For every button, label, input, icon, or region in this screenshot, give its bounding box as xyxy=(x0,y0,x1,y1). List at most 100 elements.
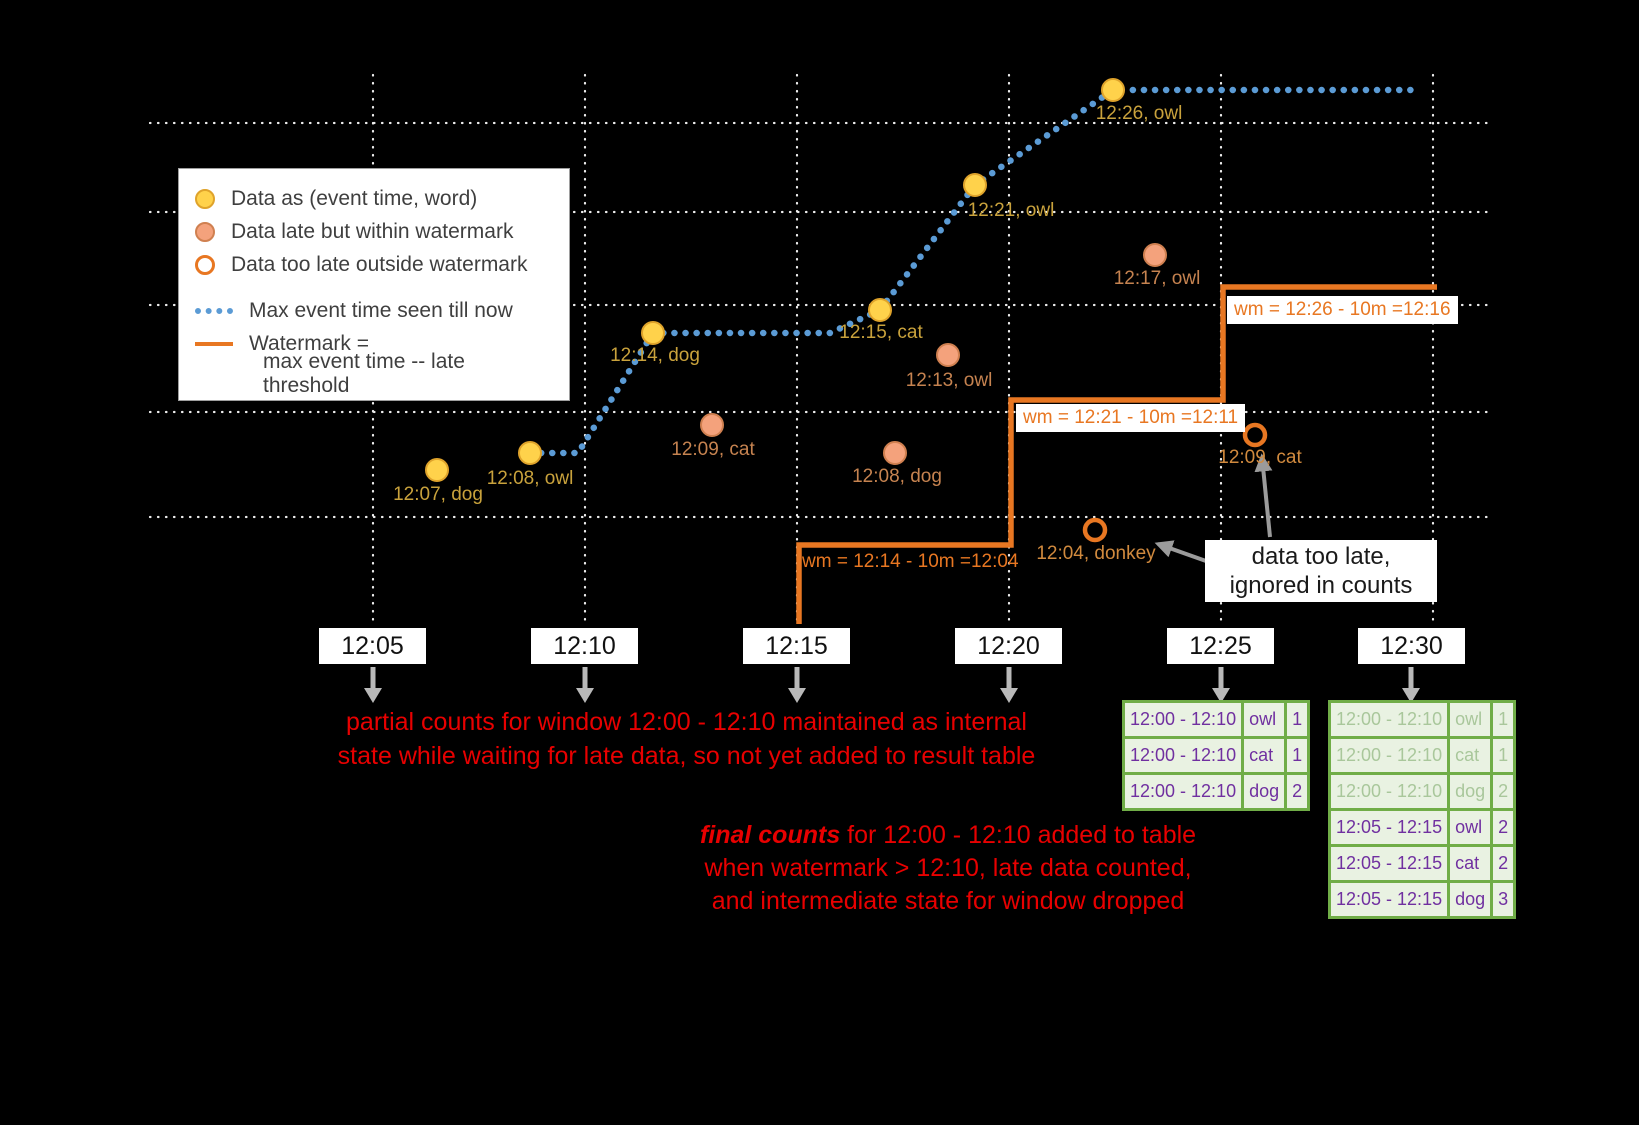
trigger-arrow-12-05 xyxy=(364,667,382,703)
x-tick-12-30: 12:30 xyxy=(1358,628,1465,664)
final-counts-line2: when watermark > 12:10, late data counte… xyxy=(704,854,1192,882)
point-label: 12:08, dog xyxy=(852,466,942,487)
trigger-arrow-12-30 xyxy=(1402,667,1420,703)
legend-label: Data too late outside watermark xyxy=(231,252,528,276)
arrow-to-1209-cat xyxy=(1254,453,1273,538)
too-late-points xyxy=(1082,422,1268,543)
on-time-point xyxy=(963,173,987,197)
legend-item-watermark: Watermark = xyxy=(195,327,553,360)
watermark-label-1: wm = 12:14 - 10m =12:04 xyxy=(802,551,1019,572)
window-cell: 12:00 - 12:10 xyxy=(1327,700,1451,739)
too-late-point xyxy=(1082,517,1108,543)
late-point xyxy=(883,441,907,465)
on-time-point xyxy=(868,298,892,322)
count-cell: 1 xyxy=(1284,700,1311,739)
word-cell: cat xyxy=(1447,736,1494,775)
count-cell: 1 xyxy=(1490,700,1517,739)
word-cell: dog xyxy=(1447,772,1494,811)
trigger-arrow-12-25 xyxy=(1212,667,1230,703)
too-late-note-line1: data too late, xyxy=(1251,543,1391,570)
too-late-note-line2: ignored in counts xyxy=(1229,572,1413,599)
x-tick-12-10: 12:10 xyxy=(531,628,638,664)
legend-item-max-event-time: Max event time seen till now xyxy=(195,294,553,327)
dotted-line-icon xyxy=(195,307,233,314)
point-label: 12:26, owl xyxy=(1095,103,1183,124)
word-cell: owl xyxy=(1447,808,1494,847)
point-label: 12:04, donkey xyxy=(1036,543,1156,564)
word-cell: cat xyxy=(1241,736,1288,775)
point-label: 12:14, dog xyxy=(610,345,700,366)
legend-label: Watermark = xyxy=(249,331,369,355)
late-point xyxy=(700,413,724,437)
x-tick-12-20: 12:20 xyxy=(955,628,1062,664)
table-row-previous: 12:00 - 12:10 owl 1 xyxy=(1327,700,1517,739)
count-cell: 1 xyxy=(1284,736,1311,775)
window-cell: 12:05 - 12:15 xyxy=(1327,844,1451,883)
table-row-previous: 12:00 - 12:10 dog 2 xyxy=(1327,772,1517,811)
legend: Data as (event time, word) Data late but… xyxy=(178,168,570,401)
partial-counts-line2: state while waiting for late data, so no… xyxy=(337,742,1036,770)
point-label: 12:17, owl xyxy=(1113,268,1201,289)
on-time-point xyxy=(518,441,542,465)
point-label: 12:13, owl xyxy=(905,370,993,391)
table-row: 12:05 - 12:15 cat 2 xyxy=(1327,844,1517,883)
window-cell: 12:00 - 12:10 xyxy=(1121,700,1245,739)
on-time-point xyxy=(641,321,665,345)
legend-item-late: Data late but within watermark xyxy=(195,215,553,248)
on-time-points xyxy=(425,78,1125,482)
late-points xyxy=(700,243,1167,465)
word-cell: owl xyxy=(1241,700,1288,739)
too-late-arrows xyxy=(1154,453,1273,563)
word-cell: owl xyxy=(1447,700,1494,739)
word-cell: dog xyxy=(1241,772,1288,811)
trigger-arrow-12-15 xyxy=(788,667,806,703)
arrow-to-1204-donkey xyxy=(1154,540,1207,563)
legend-label: Max event time seen till now xyxy=(249,298,513,322)
final-counts-emphasis: final counts xyxy=(699,821,841,849)
final-counts-note: final counts for 12:00 - 12:10 added to … xyxy=(640,819,1256,918)
partial-counts-line1: partial counts for window 12:00 - 12:10 … xyxy=(346,708,1027,736)
count-cell: 3 xyxy=(1490,880,1517,919)
window-cell: 12:00 - 12:10 xyxy=(1121,772,1245,811)
final-counts-line1-rest: for 12:00 - 12:10 added to table xyxy=(840,821,1197,849)
final-counts-line3: and intermediate state for window droppe… xyxy=(711,887,1185,915)
max-event-time-line xyxy=(526,86,1419,457)
count-cell: 2 xyxy=(1490,844,1517,883)
count-cell: 1 xyxy=(1490,736,1517,775)
point-label: 12:08, owl xyxy=(486,468,574,489)
window-cell: 12:05 - 12:15 xyxy=(1327,880,1451,919)
late-point xyxy=(1143,243,1167,267)
x-tick-12-15: 12:15 xyxy=(743,628,850,664)
x-tick-12-05: 12:05 xyxy=(319,628,426,664)
watermark-label-2: wm = 12:21 - 10m =12:11 xyxy=(1016,404,1246,432)
window-cell: 12:00 - 12:10 xyxy=(1121,736,1245,775)
partial-counts-note: partial counts for window 12:00 - 12:10 … xyxy=(318,705,1055,773)
window-cell: 12:00 - 12:10 xyxy=(1327,772,1451,811)
point-label: 12:09, cat xyxy=(1218,447,1302,468)
table-row: 12:00 - 12:10 owl 1 xyxy=(1121,700,1311,739)
point-label: 12:21, owl xyxy=(967,200,1055,221)
x-tick-12-25: 12:25 xyxy=(1167,628,1274,664)
table-row: 12:05 - 12:15 dog 3 xyxy=(1327,880,1517,919)
window-cell: 12:05 - 12:15 xyxy=(1327,808,1451,847)
word-cell: cat xyxy=(1447,844,1494,883)
legend-label: Data late but within watermark xyxy=(231,219,514,243)
result-table-12-30: 12:00 - 12:10 owl 1 12:00 - 12:10 cat 1 … xyxy=(1327,700,1517,919)
legend-label: Data as (event time, word) xyxy=(231,186,478,210)
on-time-dot-icon xyxy=(195,188,215,209)
count-cell: 2 xyxy=(1490,808,1517,847)
table-row: 12:00 - 12:10 cat 1 xyxy=(1121,736,1311,775)
watermark-line xyxy=(796,284,1437,624)
late-dot-icon xyxy=(195,221,215,242)
too-late-point xyxy=(1242,422,1268,448)
point-label: 12:09, cat xyxy=(671,439,755,460)
too-late-note: data too late, ignored in counts xyxy=(1205,540,1437,602)
trigger-arrows xyxy=(364,667,1420,703)
result-table-12-25: 12:00 - 12:10 owl 1 12:00 - 12:10 cat 1 … xyxy=(1121,700,1311,811)
legend-item-too-late: Data too late outside watermark xyxy=(195,248,553,281)
table-row: 12:00 - 12:10 dog 2 xyxy=(1121,772,1311,811)
final-counts-line1: final counts for 12:00 - 12:10 added to … xyxy=(640,819,1256,852)
count-cell: 2 xyxy=(1490,772,1517,811)
word-cell: dog xyxy=(1447,880,1494,919)
